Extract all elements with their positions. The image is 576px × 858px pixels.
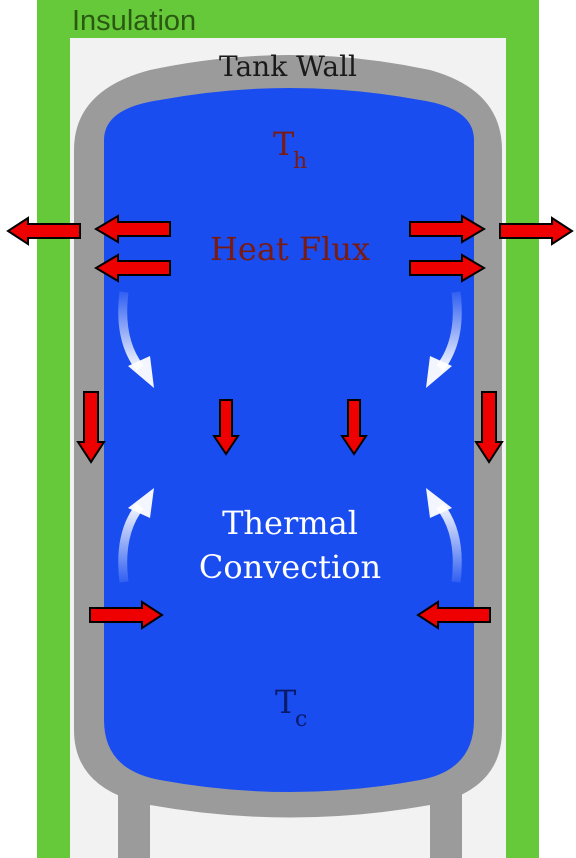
tank-fluid: [104, 88, 474, 792]
t-hot-label: T: [273, 125, 295, 163]
insulation-label: Insulation: [72, 5, 196, 37]
red-arrow-icon: [94, 214, 171, 244]
red-arrow-icon: [94, 253, 171, 283]
red-arrow-icon: [409, 214, 486, 244]
curved-white-arrow-icon: [128, 488, 154, 518]
convection-arrows: [118, 291, 462, 583]
curved-white-arrow-icon: [436, 291, 462, 371]
red-arrow-icon: [409, 253, 486, 283]
red-arrow-icon: [340, 399, 368, 456]
red-arrow-icon: [474, 391, 504, 464]
curved-white-arrow-icon: [426, 488, 452, 518]
red-arrow-icon: [6, 216, 81, 246]
curved-white-arrow-icon: [426, 356, 452, 388]
curved-white-arrow-icon: [118, 291, 144, 371]
t-cold-label: T: [275, 683, 297, 721]
red-arrow-icon: [89, 600, 164, 630]
insulation-frame: [37, 0, 539, 858]
curved-white-arrow-icon: [128, 356, 154, 388]
red-arrow-icon: [416, 600, 491, 630]
curved-white-arrow-icon: [118, 503, 144, 583]
thermal-label: Thermal: [222, 504, 358, 542]
red-arrow-icon: [499, 216, 574, 246]
convection-label: Convection: [199, 548, 381, 586]
heat-flux-arrows: [6, 214, 574, 630]
t-cold-subscript: c: [295, 707, 307, 732]
curved-white-arrow-icon: [436, 503, 462, 583]
t-hot-subscript: h: [293, 149, 307, 174]
red-arrow-icon: [76, 391, 106, 464]
red-arrow-icon: [212, 399, 240, 456]
tank-wall-label: Tank Wall: [219, 50, 357, 83]
heat-flux-label: Heat Flux: [210, 230, 370, 268]
